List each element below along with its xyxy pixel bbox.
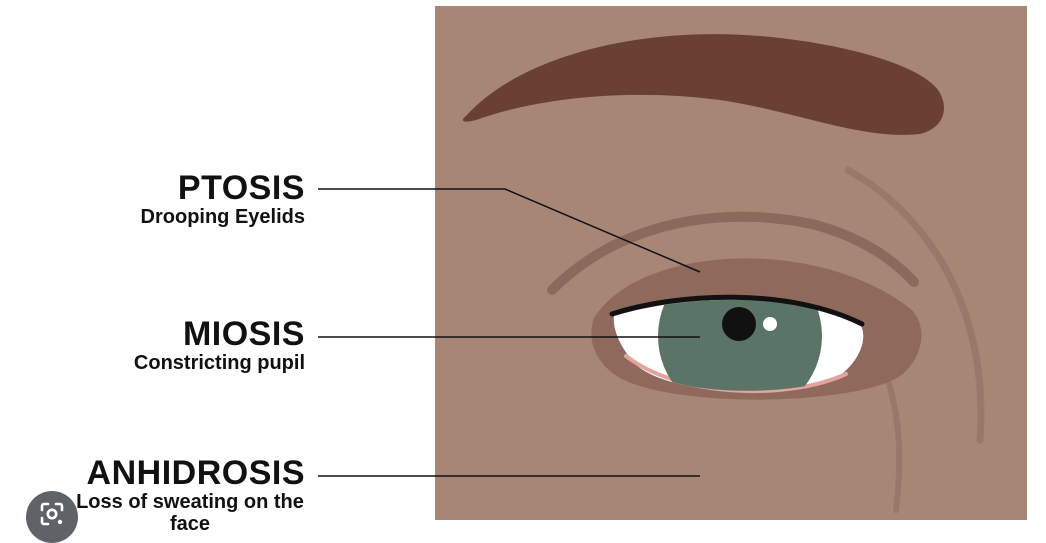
label-term: PTOSIS xyxy=(141,170,305,206)
label-anhidrosis: ANHIDROSIS Loss of sweating on the face xyxy=(75,455,305,535)
label-description: Constricting pupil xyxy=(134,352,305,374)
label-description: Drooping Eyelids xyxy=(141,206,305,228)
label-ptosis: PTOSIS Drooping Eyelids xyxy=(141,170,305,228)
label-term: MIOSIS xyxy=(134,316,305,352)
lens-button[interactable] xyxy=(26,491,78,543)
lens-icon xyxy=(39,501,65,527)
label-description: Loss of sweating on the face xyxy=(75,491,305,535)
label-term: ANHIDROSIS xyxy=(75,455,305,491)
pupil-highlight xyxy=(763,317,777,331)
label-miosis: MIOSIS Constricting pupil xyxy=(134,316,305,374)
pupil xyxy=(722,307,756,341)
